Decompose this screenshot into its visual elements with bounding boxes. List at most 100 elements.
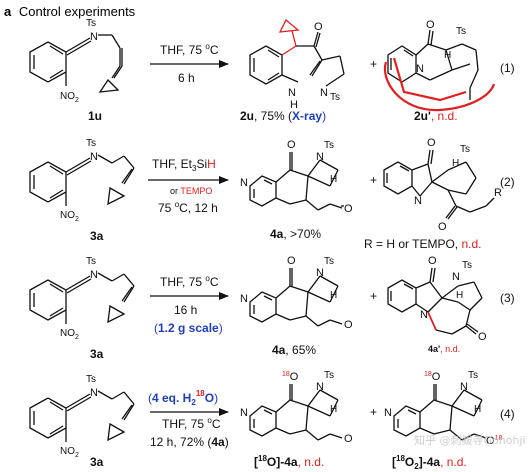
product-2u-h: H (290, 99, 298, 111)
substrate-3a-row2-label: 3a (90, 229, 104, 243)
substrate-3a-row4-label: 3a (90, 455, 104, 469)
product-4a-row2-h: H (330, 174, 337, 185)
product-4a-row2-o2: O (344, 203, 353, 215)
panel-letter: a (4, 4, 12, 19)
product-18o2-4a-n1: N (384, 407, 392, 419)
product-18o-4a-structure (249, 384, 343, 441)
product-2u-prime-h: H (444, 50, 451, 61)
substrate-3a-row4-n: N (90, 387, 98, 399)
product-18o-4a-o1: 18O (282, 371, 299, 383)
product-4a-prime-o1: O (428, 255, 437, 267)
product-spiro-structure-row2 (383, 149, 495, 220)
product-4a-prime-n1: N (420, 309, 428, 321)
substrate-3a-structure-row2 (29, 154, 135, 206)
conditions-1-line2: 6 h (178, 71, 195, 85)
product-4a-row2-ts: Ts (324, 140, 334, 151)
substrate-1u-structure (29, 34, 123, 93)
product-2u-n: N (320, 87, 328, 99)
conditions-4-line1: (4 eq. H218O) (148, 389, 218, 407)
product-4a-row3-n2: N (316, 267, 324, 279)
product-spiro-r: R (494, 187, 502, 199)
product-2u-prime-label: 2u', n.d. (414, 109, 458, 123)
product-4a-row3-o1: O (287, 255, 296, 267)
product-18o2-4a-label: [18O2]-4a, n.d. (392, 454, 467, 471)
product-18o-4a-n2: N (316, 381, 324, 393)
conditions-3-line2: 16 h (174, 303, 197, 317)
conditions-4-line2: THF, 75 oC (162, 416, 221, 431)
conditions-1-line1: THF, 75 oC (160, 42, 219, 57)
product-4a-row2-o1: O (287, 139, 296, 151)
product-18o-4a-h: H (330, 404, 337, 415)
reaction-row-2: Ts N NO2 3a THF, Et3SiH or TEMPO 75 oC, … (29, 137, 515, 251)
equation-number-3: (3) (500, 291, 515, 305)
product-2u-prime-n: N (416, 63, 424, 75)
equation-number-2: (2) (500, 175, 515, 189)
product-spiro-ts: Ts (460, 144, 470, 155)
product-18o2-4a-n2: N (460, 381, 468, 393)
substrate-3a-row2-ts: Ts (86, 138, 96, 149)
substrate-3a-structure-row3 (29, 272, 135, 324)
substrate-3a-structure-row4 (29, 390, 135, 442)
product-2u-structure (249, 18, 345, 87)
product-4a-row2-n2: N (316, 151, 324, 163)
product-18o-4a-label: [18O]-4a, n.d. (254, 454, 324, 469)
product-spiro-o2: O (438, 221, 447, 233)
product-4a-row2-n1: N (240, 177, 248, 189)
substrate-1u-n: N (90, 31, 98, 43)
product-18o2-4a-h: H (474, 404, 481, 415)
conditions-3-line3: (1.2 g scale) (154, 321, 223, 335)
product-4a-row3-o2: O (344, 319, 353, 331)
substrate-3a-row4-no2: NO2 (60, 446, 79, 459)
product-2u-label: 2u, 75% (X-ray) (240, 109, 326, 123)
plus-sign-3: + (370, 289, 377, 303)
conditions-4-line3: 12 h, 72% (4a) (150, 435, 229, 449)
plus-sign-4: + (370, 405, 377, 419)
reaction-row-1: Ts N NO2 1u THF, 75 oC 6 h O (29, 18, 515, 123)
panel-title: a Control experiments (4, 4, 136, 19)
product-18o-4a-ts: Ts (324, 370, 334, 381)
product-spiro-note: R = H or TEMPO, n.d. (364, 237, 481, 251)
substrate-1u-no2: NO2 (60, 91, 79, 104)
reaction-row-3: Ts N NO2 3a THF, 75 oC 16 h (1.2 g scale… (29, 255, 515, 361)
product-4a-row3-h: H (330, 290, 337, 301)
product-4a-structure-row3 (249, 268, 343, 327)
product-spiro-n: N (414, 195, 422, 207)
product-18o2-4a-o1: 18O (424, 371, 441, 383)
product-18o-4a-o2: O (344, 433, 353, 445)
product-18o2-4a-structure (393, 384, 487, 441)
conditions-2-line2: or TEMPO (170, 186, 212, 196)
product-2u-prime-ts: Ts (456, 26, 466, 37)
watermark: 知乎 @刺鲅寺Gonohji (414, 433, 526, 447)
equation-number-1: (1) (500, 61, 515, 75)
equation-number-4: (4) (500, 407, 515, 421)
product-18o2-4a-o2: O18 (486, 435, 502, 447)
product-4a-row3-label: 4a, 65% (272, 343, 316, 357)
product-4a-prime-structure (387, 267, 483, 335)
plus-sign-2: + (370, 173, 377, 187)
substrate-3a-row2-no2: NO2 (60, 210, 79, 223)
plus-sign-1: + (370, 57, 377, 71)
product-4a-prime-o2: O (478, 331, 487, 343)
product-4a-row3-n1: N (240, 293, 248, 305)
reaction-row-4: Ts N NO2 3a (4 eq. H218O) THF, 75 oC 12 … (29, 370, 515, 471)
product-4a-prime-ts: Ts (462, 260, 472, 271)
substrate-3a-row3-label: 3a (90, 347, 104, 361)
product-4a-row3-ts: Ts (324, 256, 334, 267)
product-4a-prime-h: H (456, 290, 463, 301)
product-4a-prime-n2: N (452, 271, 460, 283)
product-2u-o: O (314, 21, 323, 33)
product-2u-ts: Ts (330, 92, 340, 103)
product-2u-prime-structure (383, 29, 496, 112)
product-4a-prime-label: 4a', n.d. (428, 344, 460, 354)
substrate-3a-row3-ts: Ts (86, 256, 96, 267)
substrate-3a-row3-no2: NO2 (60, 328, 79, 341)
panel-title-text: Control experiments (19, 4, 136, 19)
product-18o-4a-n1: N (240, 407, 248, 419)
conditions-2-line1: THF, Et3SiH (152, 157, 216, 173)
conditions-2-line3: 75 oC, 12 h (158, 200, 218, 215)
product-2u-prime-o1: O (426, 19, 435, 31)
product-18o2-4a-ts: Ts (468, 370, 478, 381)
substrate-3a-row3-n: N (90, 269, 98, 281)
substrate-1u-ts: Ts (86, 18, 96, 29)
